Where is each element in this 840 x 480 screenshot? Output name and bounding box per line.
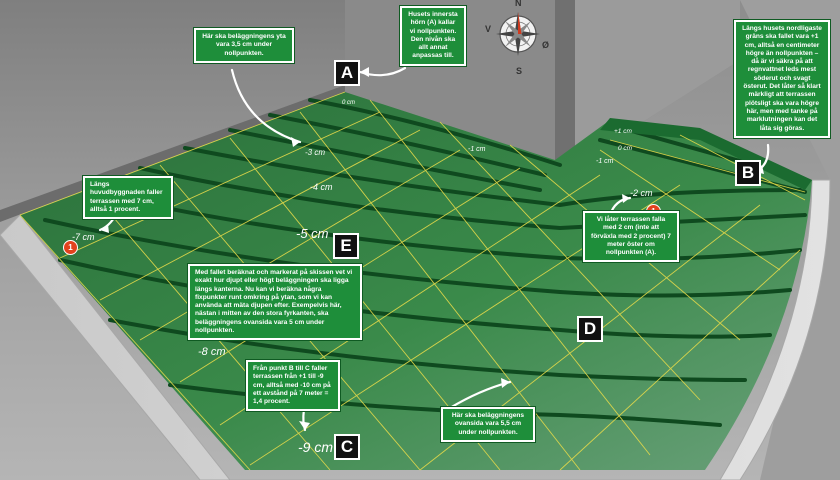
reference-marker-left: 1	[63, 240, 78, 255]
callout-bottom-mid: Från punkt B till C faller terrassen frå…	[246, 360, 340, 412]
edging-stone	[0, 179, 831, 480]
point-d-label: D	[577, 316, 603, 342]
depth-label-minus5: -5 cm	[296, 226, 329, 241]
callout-top-mid: Husets innersta hörn (A) kallar vi nollp…	[400, 6, 466, 66]
callout-top-left: Här ska beläggningens yta vara 3,5 cm un…	[194, 28, 294, 63]
compass-east: Ø	[542, 40, 550, 50]
point-c-label: C	[334, 434, 360, 460]
depth-label-minus8: -8 cm	[198, 346, 226, 358]
compass-rose-icon	[496, 12, 540, 56]
callout-mid-right: Vi låter terrassen falla med 2 cm (inte …	[583, 211, 679, 263]
point-b-label: B	[735, 160, 761, 186]
callout-right: Längs husets nordligaste gräns ska falle…	[734, 20, 830, 138]
house-corner	[555, 0, 575, 165]
compass-north: N	[515, 0, 522, 8]
depth-label-0cm-a: 0 cm	[342, 100, 355, 106]
callout-center: Med fallet beräknat och markerat på skis…	[188, 264, 362, 341]
callout-bottom-right: Här ska beläggningens ovansida vara 5,5 …	[441, 407, 535, 442]
compass-south: S	[516, 66, 523, 76]
depth-label-0cm-b: 0 cm	[618, 145, 633, 152]
depth-label-minus4: -4 cm	[310, 182, 333, 192]
depth-label-minus7: -7 cm	[72, 232, 95, 242]
depth-label-minus1-b: -1 cm	[596, 158, 614, 165]
point-a-label: A	[334, 60, 360, 86]
depth-label-minus9: -9 cm	[298, 439, 333, 455]
point-e-label: E	[333, 233, 359, 259]
depth-label-plus1: +1 cm	[614, 128, 632, 135]
depth-label-minus2: -2 cm	[630, 188, 653, 198]
callout-left: Längs huvudbyggnaden faller terrassen me…	[83, 176, 173, 220]
compass-west: V	[485, 24, 492, 34]
depth-label-minus1-mid: -1 cm	[468, 146, 486, 153]
raised-strip-b	[600, 118, 812, 190]
depth-label-minus3: -3 cm	[305, 148, 325, 157]
